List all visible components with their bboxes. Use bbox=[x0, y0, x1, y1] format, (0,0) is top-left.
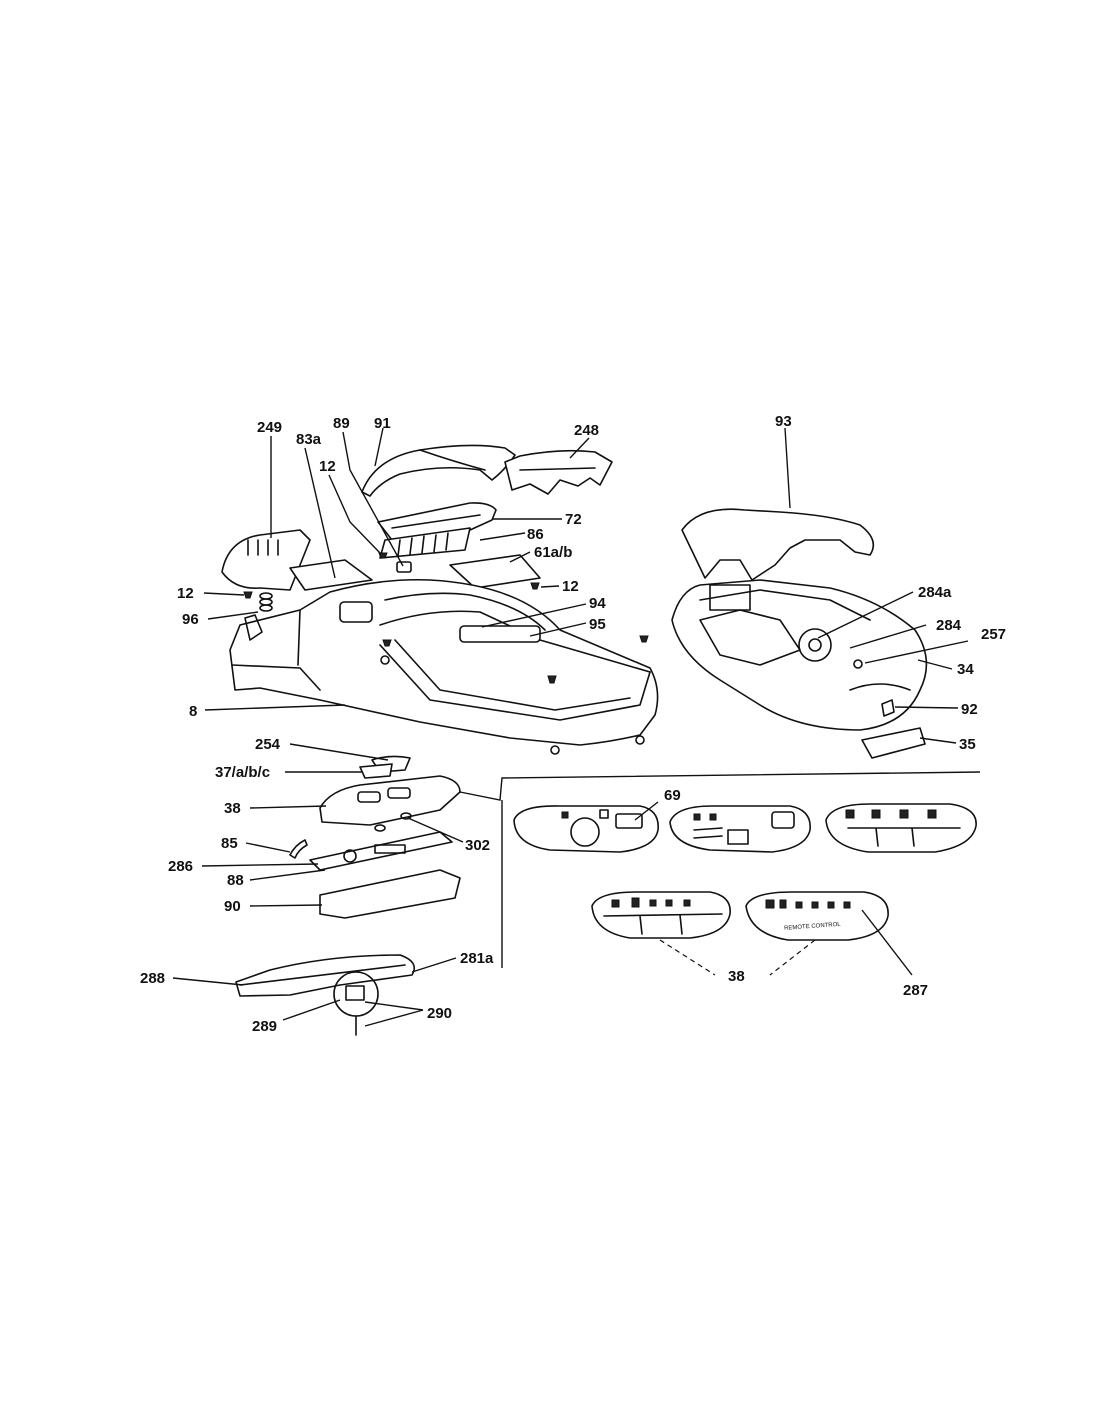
label-96: 96 bbox=[182, 611, 199, 628]
label-91: 91 bbox=[374, 415, 391, 432]
panel-variant-2 bbox=[669, 805, 811, 853]
part-89-latch bbox=[396, 561, 412, 573]
label-61ab: 61a/b bbox=[534, 544, 572, 561]
part-90-tray bbox=[319, 869, 461, 919]
label-90: 90 bbox=[224, 898, 241, 915]
label-290: 290 bbox=[427, 1005, 452, 1022]
part-34-lower-body bbox=[671, 579, 928, 731]
label-284a: 284a bbox=[918, 584, 952, 601]
label-12-mid: 12 bbox=[562, 578, 579, 595]
part-302-spring bbox=[374, 812, 412, 832]
label-38-panels: 38 bbox=[728, 968, 745, 985]
part-61ab-filter bbox=[449, 554, 541, 589]
label-94: 94 bbox=[589, 595, 606, 612]
part-12-screw-mid bbox=[530, 582, 540, 590]
label-257: 257 bbox=[981, 626, 1006, 643]
part-91-lid bbox=[361, 444, 516, 497]
label-12-left: 12 bbox=[177, 585, 194, 602]
part-289-290-mount bbox=[333, 971, 379, 1036]
label-72: 72 bbox=[565, 511, 582, 528]
label-8: 8 bbox=[189, 703, 197, 720]
leader-lines bbox=[172, 427, 969, 1027]
label-69: 69 bbox=[664, 787, 681, 804]
label-85: 85 bbox=[221, 835, 238, 852]
part-37abc-button bbox=[359, 763, 393, 779]
label-38: 38 bbox=[224, 800, 241, 817]
part-249-cover bbox=[221, 529, 311, 591]
part-86-filter-grid bbox=[379, 527, 471, 559]
part-8-main-body bbox=[229, 578, 659, 755]
label-287: 287 bbox=[903, 982, 928, 999]
part-286-88-pcb bbox=[309, 831, 453, 871]
label-12-top: 12 bbox=[319, 458, 336, 475]
panel-variant-1 bbox=[513, 805, 659, 853]
part-12-screw-top bbox=[378, 552, 388, 559]
label-37abc: 37/a/b/c bbox=[215, 764, 270, 781]
label-88: 88 bbox=[227, 872, 244, 889]
part-12-screw-left bbox=[243, 591, 253, 599]
part-labels: 249 83a 89 91 248 12 72 86 61a/b 12 96 1… bbox=[140, 413, 1006, 1035]
label-95: 95 bbox=[589, 616, 606, 633]
label-92: 92 bbox=[961, 701, 978, 718]
label-89: 89 bbox=[333, 415, 350, 432]
panel-variant-4 bbox=[591, 891, 731, 939]
label-289: 289 bbox=[252, 1018, 277, 1035]
section-divider bbox=[459, 771, 981, 968]
part-72-filter-housing bbox=[377, 502, 497, 541]
part-35-handle bbox=[861, 727, 926, 759]
label-302: 302 bbox=[465, 837, 490, 854]
label-254: 254 bbox=[255, 736, 281, 753]
panel-38-dashed-leader-right bbox=[769, 939, 816, 976]
label-86: 86 bbox=[527, 526, 544, 543]
label-249: 249 bbox=[257, 419, 282, 436]
remote-control-panel-text: REMOTE CONTROL bbox=[784, 922, 842, 932]
part-281a-288-remote-body bbox=[235, 954, 416, 997]
panel-variant-remote: REMOTE CONTROL bbox=[745, 891, 889, 941]
part-85-cable bbox=[289, 839, 308, 859]
part-93-upper-shell bbox=[681, 508, 875, 581]
part-96-spring bbox=[259, 592, 273, 612]
panel-38-dashed-leader-left bbox=[659, 939, 716, 976]
panel-variant-3 bbox=[825, 803, 977, 853]
part-38-control-panel bbox=[319, 775, 461, 826]
label-281a: 281a bbox=[460, 950, 494, 967]
part-83a-pad bbox=[289, 559, 373, 591]
label-248: 248 bbox=[574, 422, 599, 439]
label-93: 93 bbox=[775, 413, 792, 430]
part-248-cover bbox=[504, 449, 613, 495]
part-92-clip bbox=[881, 699, 895, 717]
label-34: 34 bbox=[957, 661, 974, 678]
label-83a: 83a bbox=[296, 431, 322, 448]
label-35: 35 bbox=[959, 736, 976, 753]
label-288: 288 bbox=[140, 970, 165, 987]
label-284: 284 bbox=[936, 617, 962, 634]
label-286: 286 bbox=[168, 858, 193, 875]
